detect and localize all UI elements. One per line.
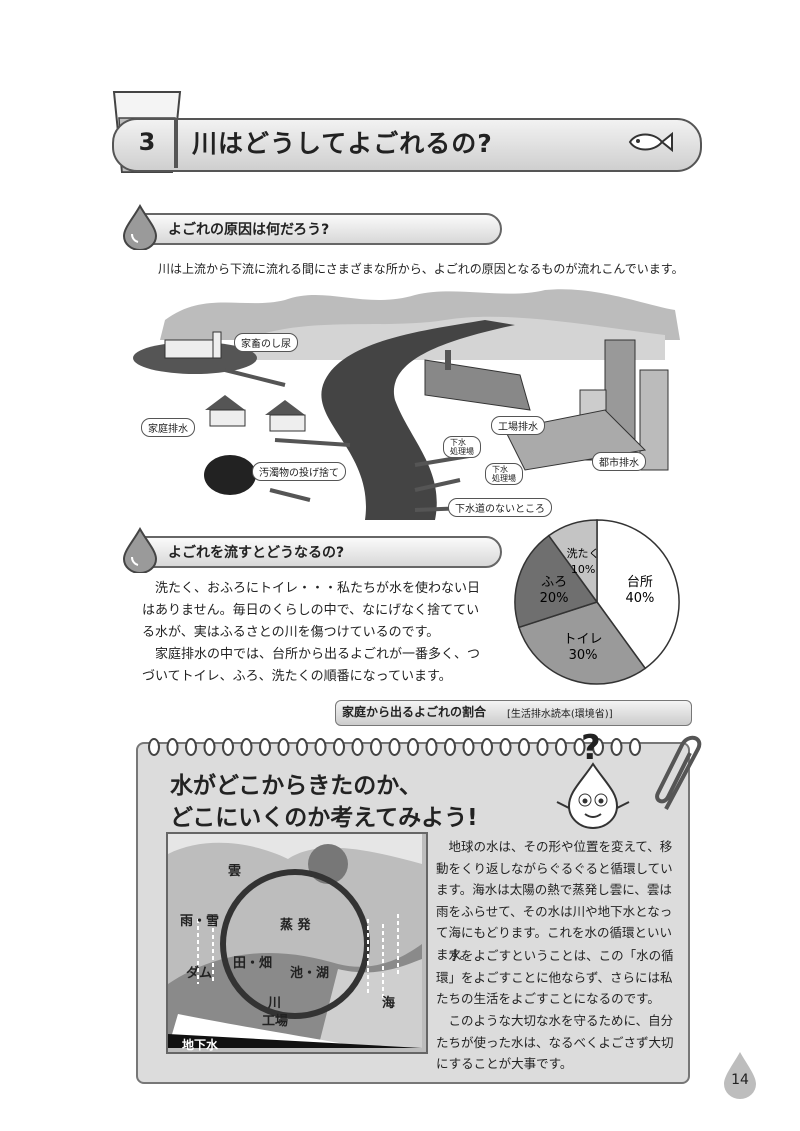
label-sewage-plant-1: 下水 処理場	[443, 436, 481, 458]
section-paragraph-2: 家庭排水の中では、台所から出るよごれが一番多く、つづいてトイレ、ふろ、洗たくの順…	[142, 647, 481, 684]
notebook-ring	[481, 738, 493, 756]
label-household: 家庭排水	[141, 418, 195, 437]
notebook-ring	[240, 738, 253, 756]
notebook-paragraph-3: このような大切な水を守るために、自分たちが使った水は、なるべくよごさず大切にする…	[436, 1013, 674, 1071]
notebook-ring	[166, 738, 179, 756]
label-dumping: 汚濁物の投げ捨て	[252, 462, 346, 481]
notebook-paragraph-1: 地球の水は、その形や位置を変えて、移動をくり返しながらぐるぐると循環しています。…	[436, 839, 673, 962]
diagram-label-field: 田・畑	[233, 956, 273, 971]
notebook-ring	[259, 738, 271, 756]
diagram-label-sea: 海	[382, 996, 396, 1011]
notebook-ring	[407, 738, 419, 756]
water-drop-icon	[122, 527, 158, 573]
section-intro: 川は上流から下流に流れる間にさまざまな所から、よごれの原因となるものが流れこんで…	[158, 262, 684, 276]
pie-category-label: 台所	[627, 575, 653, 590]
pie-category-label: トイレ	[564, 632, 603, 647]
pie-value-label: 20%	[540, 591, 569, 606]
notebook-ring	[462, 738, 475, 756]
diagram-label-dam: ダム	[186, 966, 213, 981]
water-drop-icon	[122, 204, 158, 250]
pie-value-label: 30%	[569, 648, 598, 663]
question-mark: ?	[581, 728, 601, 768]
notebook-ring	[592, 738, 604, 756]
pollution-sources-illustration	[133, 289, 680, 520]
notebook-ring	[555, 738, 567, 756]
notebook-ring	[536, 738, 549, 756]
notebook-ring	[629, 738, 641, 756]
label-urban: 都市排水	[592, 452, 646, 471]
section-paragraph-1: 洗たく、おふろにトイレ・・・私たちが水を使わない日はありません。毎日のくらしの中…	[142, 581, 481, 640]
diagram-label-factory: 工場	[262, 1014, 289, 1029]
pie-category-label: ふろ	[541, 575, 567, 590]
notebook-ring	[370, 738, 382, 756]
notebook-title-line2: どこにいくのか考えてみよう!	[170, 805, 478, 831]
notebook-paragraph-2: 水をよごすということは、この「水の循環」をよごすことに他ならず、さらには私たちの…	[436, 948, 674, 1006]
chart-caption-bar	[335, 700, 692, 726]
title-bar	[112, 118, 702, 172]
label-sewage-plant-2: 下水 処理場	[485, 463, 523, 485]
notebook-ring	[518, 738, 530, 756]
section-heading-causes: よごれの原因は何だろう?	[168, 222, 330, 238]
notebook-ring	[148, 738, 160, 756]
notebook-title-line1: 水がどこからきたのか、	[170, 773, 422, 799]
page-number: 14	[731, 1072, 749, 1088]
chart-caption-source: [生活排水読本(環境省)]	[507, 709, 613, 720]
pie-value-label: 40%	[625, 591, 654, 606]
section-heading-bar	[128, 536, 502, 568]
label-no-sewer: 下水道のないところ	[448, 498, 552, 517]
page-title: 川はどうしてよごれるの?	[192, 129, 493, 158]
label-livestock: 家畜のし尿	[234, 333, 298, 352]
pie-slice-3	[514, 534, 599, 629]
chart-caption-title: 家庭から出るよごれの割合	[342, 705, 487, 719]
notebook-ring	[610, 738, 623, 756]
notebook-ring	[425, 738, 438, 756]
notebook-ring	[296, 738, 308, 756]
notebook-ring	[444, 738, 456, 756]
notebook-ring	[573, 738, 586, 756]
pie-category-label: 洗たく	[567, 547, 600, 560]
diagram-label-evaporation: 蒸 発	[280, 918, 311, 933]
notebook-ring	[277, 738, 290, 756]
pie-slice-4	[547, 519, 598, 605]
page-number-drop	[724, 1052, 756, 1099]
chapter-number: 3	[138, 128, 156, 156]
notebook-ring	[499, 738, 512, 756]
label-factory: 工場排水	[491, 416, 545, 435]
notebook-ring	[314, 738, 327, 756]
diagram-label-river: 川	[268, 996, 282, 1011]
notebook-rings	[148, 738, 641, 756]
diagram-label-cloud: 雲	[228, 864, 242, 879]
notebook-ring	[388, 738, 401, 756]
notebook-ring	[351, 738, 364, 756]
paperclip-icon	[655, 735, 702, 810]
diagram-label-lake: 池・湖	[290, 966, 330, 981]
pie-slice-1	[596, 519, 680, 670]
pie-slice-2	[518, 601, 647, 685]
water-cycle-illustration	[168, 834, 422, 1048]
notebook-ring	[185, 738, 197, 756]
water-drop-mascot	[556, 762, 630, 829]
notebook-ring	[333, 738, 345, 756]
diagram-label-groundwater: 地下水	[182, 1038, 219, 1052]
fish-icon	[628, 131, 673, 153]
pie-value-label: 10%	[571, 563, 595, 576]
notebook-ring	[203, 738, 216, 756]
diagram-label-rain: 雨・雪	[180, 914, 220, 929]
section-heading-effects: よごれを流すとどうなるの?	[168, 545, 345, 561]
title-divider	[174, 120, 178, 168]
notebook-ring	[222, 738, 234, 756]
